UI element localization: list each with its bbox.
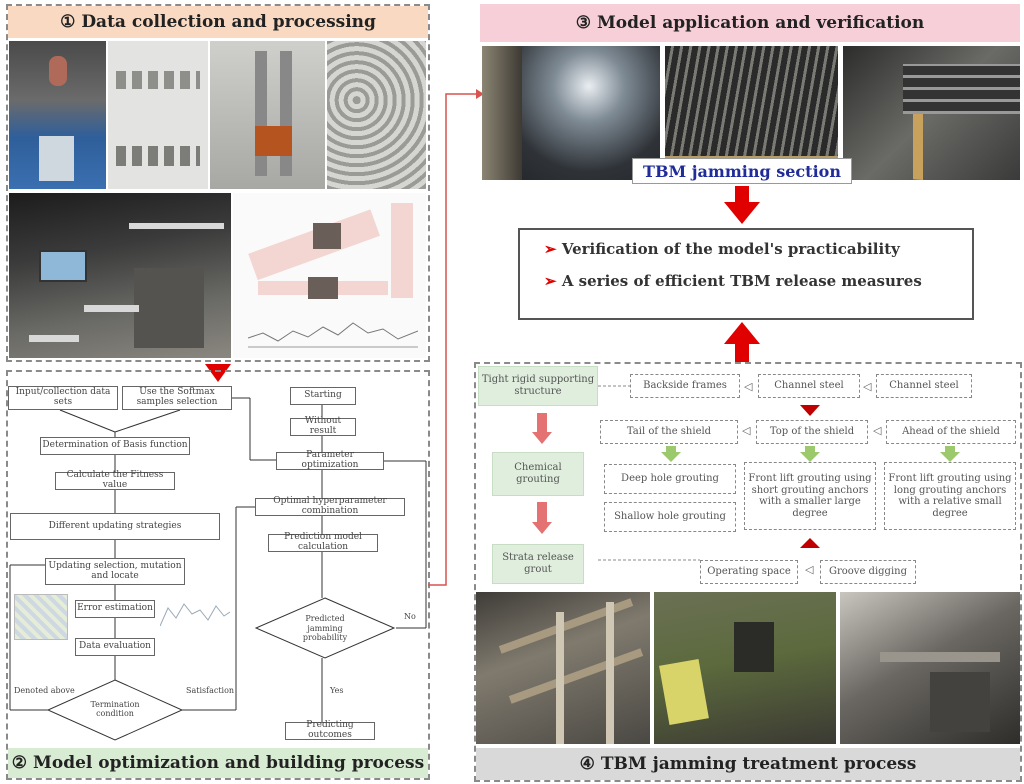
panel-2-number: ② xyxy=(11,753,28,773)
tunnel-photo-1 xyxy=(482,46,660,180)
panel-data-collection xyxy=(6,4,430,362)
label-yes: Yes xyxy=(330,686,344,695)
fitness-value-box: Calculate the Fitness value xyxy=(55,470,175,490)
tunnel-photo-3 xyxy=(843,46,1020,180)
panel-4-number: ④ xyxy=(579,754,595,774)
tight-rigid-support-step: Tight rigid supporting structure xyxy=(478,366,598,406)
parameter-optimization-box: Parameter optimization xyxy=(276,450,384,470)
softmax-selection-box: Use the Softmax samples selection xyxy=(122,386,232,410)
jamming-probability-label: Predicted jamming probability xyxy=(302,614,348,643)
verification-item-1: ➢ Verification of the model's practicabi… xyxy=(544,240,900,258)
verification-box: ➢ Verification of the model's practicabi… xyxy=(518,228,974,320)
panel-2-title: Model optimization and building process xyxy=(33,753,425,773)
groove-digging-box: Groove digging xyxy=(820,560,916,584)
selection-mutation-box: Updating selection, mutation and locate xyxy=(45,558,185,585)
panel-4-header: ④ TBM jamming treatment process xyxy=(476,748,1020,780)
prediction-model-box: Prediction model calculation xyxy=(268,532,378,552)
svg-text:◁: ◁ xyxy=(744,380,753,393)
error-estimation-box: Error estimation xyxy=(75,600,155,618)
strata-release-step: Strata release grout xyxy=(492,544,584,584)
lab-photo-operator xyxy=(9,41,106,189)
basis-function-box: Determination of Basis function xyxy=(40,437,190,455)
treatment-photo-1 xyxy=(476,592,650,744)
operating-space-box: Operating space xyxy=(700,560,798,584)
sensor-schematic xyxy=(233,193,426,358)
termination-label: Termination condition xyxy=(90,700,140,718)
input-data-box: Input/collection data sets xyxy=(8,386,118,410)
svg-text:◁: ◁ xyxy=(742,424,751,437)
svg-text:◁: ◁ xyxy=(805,563,814,576)
svg-text:◁: ◁ xyxy=(863,380,872,393)
data-evaluation-box: Data evaluation xyxy=(75,638,155,656)
without-result-box: Without result xyxy=(290,416,356,436)
jamming-probability-decision xyxy=(254,597,396,659)
channel-steel-box-2: Channel steel xyxy=(876,374,972,398)
treatment-photo-3 xyxy=(840,592,1020,744)
tbm-jamming-section-caption: TBM jamming section xyxy=(632,158,852,184)
top-of-shield-box: Top of the shield xyxy=(756,420,868,444)
arrow-up-to-verification xyxy=(724,322,760,362)
label-satisfaction: Satisfaction xyxy=(186,686,235,695)
optimal-hyperparameter-box: Optimal hyperparameter combination xyxy=(255,496,405,516)
panel-1-title: Data collection and processing xyxy=(81,12,376,32)
rock-samples-photo xyxy=(108,41,208,189)
fragments-photo xyxy=(327,41,426,189)
label-denoted: Denoted above xyxy=(14,686,75,695)
short-anchor-grouting-box: Front lift grouting using short grouting… xyxy=(744,462,876,530)
panel-treatment-process xyxy=(474,362,1022,782)
ahead-of-shield-box: Ahead of the shield xyxy=(886,420,1016,444)
panel-model-optimization xyxy=(6,370,430,780)
channel-steel-box-1: Channel steel xyxy=(758,374,860,398)
shallow-hole-grouting-box: Shallow hole grouting xyxy=(604,502,736,532)
panel-3-header: ③ Model application and verification xyxy=(480,4,1020,42)
arrow-p1-to-p2 xyxy=(205,364,231,382)
long-anchor-grouting-box: Front lift grouting using long grouting … xyxy=(884,462,1016,530)
starting-box: Starting xyxy=(290,387,356,405)
panel-3-number: ③ xyxy=(575,13,591,33)
testing-machine-photo xyxy=(210,41,325,189)
termination-decision xyxy=(46,679,184,741)
panel-2-header: ② Model optimization and building proces… xyxy=(8,748,428,778)
verification-item-2: ➢ A series of efficient TBM release meas… xyxy=(544,272,922,290)
svg-text:◁: ◁ xyxy=(873,424,882,437)
tail-of-shield-box: Tail of the shield xyxy=(600,420,738,444)
backside-frames-box: Backside frames xyxy=(630,374,740,398)
deep-hole-grouting-box: Deep hole grouting xyxy=(604,464,736,494)
inset-curve-image xyxy=(160,603,230,627)
tunnel-monitoring-photo xyxy=(9,193,231,358)
arrow-down-to-verification xyxy=(724,186,760,224)
updating-strategies-box: Different updating strategies xyxy=(10,513,220,540)
panel-3-title: Model application and verification xyxy=(596,13,925,33)
inset-map-image xyxy=(14,594,68,640)
panel-1-number: ① xyxy=(60,12,76,32)
panel-4-title: TBM jamming treatment process xyxy=(600,754,917,774)
chemical-grouting-step: Chemical grouting xyxy=(492,452,584,496)
panel-1-header: ① Data collection and processing xyxy=(8,6,428,38)
label-no: No xyxy=(404,612,416,621)
predicting-outcomes-box: Predicting outcomes xyxy=(285,720,375,740)
treatment-photo-2 xyxy=(654,592,836,744)
